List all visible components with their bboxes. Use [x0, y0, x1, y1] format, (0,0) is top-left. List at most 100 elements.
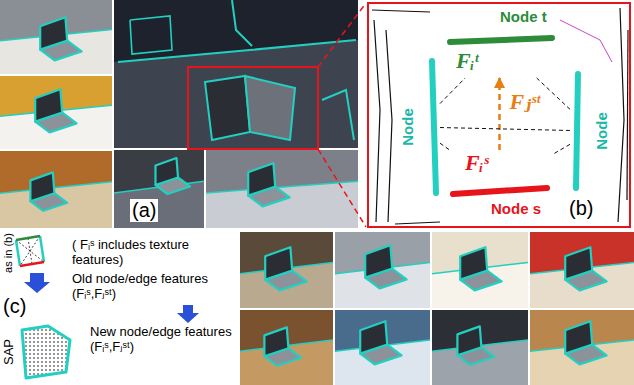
- note-text: Old node/edge features (Fᵢˢ,Fⱼˢᵗ): [72, 272, 237, 302]
- sample-dot: [49, 365, 51, 367]
- sap-graph-icon: [22, 326, 70, 378]
- sample-dot: [33, 361, 35, 363]
- sample-dot: [53, 337, 55, 339]
- laptop-screen: [156, 158, 179, 185]
- sample-dot: [41, 369, 43, 371]
- photo-background: [0, 76, 112, 149]
- photo: [432, 310, 528, 385]
- zoom-leader: [318, 149, 366, 227]
- sample-dot: [33, 373, 35, 375]
- sample-dot: [37, 349, 39, 351]
- photo: [335, 310, 430, 385]
- photo: [335, 232, 430, 308]
- graph-edge: [552, 144, 570, 154]
- feature-symbol: Fⱼˢᵗ: [508, 89, 543, 114]
- graph-edge: [440, 128, 570, 131]
- sample-dot: [41, 341, 43, 343]
- text-holder: Fᵢˢ: [465, 150, 489, 175]
- sample-dot: [49, 345, 51, 347]
- panel-letter: (b): [569, 197, 593, 220]
- note-text: New node/edge features (Fᵢˢ,Fⱼˢᵗ): [90, 325, 232, 355]
- text-holder: Fᵢᵗ: [456, 48, 479, 73]
- zoom-box: [188, 67, 318, 149]
- sample-dot: [65, 353, 67, 355]
- laptop-screen: [35, 89, 62, 121]
- contour-segment: [450, 38, 552, 42]
- photo-background: [530, 232, 634, 308]
- label-holder: ( Fᵢˢ includes texture features): [72, 238, 192, 268]
- note-text: ( Fᵢˢ includes texture features): [72, 238, 192, 268]
- text-holder: (b): [569, 197, 593, 220]
- photo: [240, 232, 333, 308]
- sample-dot: [57, 349, 59, 351]
- graph-edge-icon: [20, 236, 40, 266]
- photo: [432, 232, 528, 308]
- down-arrow: [24, 273, 50, 293]
- edge-map-line: [374, 20, 380, 222]
- photo-background: [335, 310, 430, 385]
- text-holder: Node: [593, 112, 610, 150]
- sample-dot: [33, 345, 35, 347]
- sample-dot: [49, 329, 51, 331]
- laptop-screen: [565, 321, 592, 353]
- sample-dot: [37, 373, 39, 375]
- sample-dot: [37, 337, 39, 339]
- sample-dot: [29, 353, 31, 355]
- table-edge: [0, 182, 112, 194]
- sample-dot: [29, 345, 31, 347]
- sample-dot: [45, 369, 47, 371]
- sample-dot: [41, 365, 43, 367]
- contour-segment: [576, 74, 578, 188]
- edge-map-line: [560, 20, 612, 62]
- sample-dot: [45, 365, 47, 367]
- sample-dot: [49, 361, 51, 363]
- graph-node: Node t Fᵢᵗ: [442, 8, 557, 78]
- zoom-leader: [318, 3, 366, 67]
- main-photo: [114, 0, 358, 148]
- lamp: [232, 0, 252, 46]
- sample-dot: [41, 329, 43, 331]
- photo-background: [0, 151, 112, 228]
- sample-dot: [61, 349, 63, 351]
- panel-letter: (c): [3, 295, 26, 318]
- relation-arrow: [498, 78, 501, 150]
- sample-dot: [29, 361, 31, 363]
- sample-dot: [65, 345, 67, 347]
- laptop-screen: [265, 247, 292, 279]
- desk-edge: [118, 40, 356, 62]
- sample-dot: [45, 333, 47, 335]
- sample-dot: [57, 357, 59, 359]
- laptop-screen: [457, 326, 481, 355]
- label-holder: Old node/edge features (Fᵢˢ,Fⱼˢᵗ): [72, 272, 237, 302]
- sample-dot: [29, 333, 31, 335]
- photo-background: [432, 310, 528, 385]
- sample-dot: [41, 333, 43, 335]
- sample-dot: [53, 349, 55, 351]
- sample-dot: [41, 349, 43, 351]
- sample-dot: [53, 345, 55, 347]
- text-holder: Node t: [500, 8, 547, 25]
- photo: [240, 310, 333, 385]
- sample-dot: [61, 369, 63, 371]
- photo-background: [240, 310, 333, 385]
- text-holder: Node: [399, 108, 416, 146]
- edge-label-holder: Fⱼˢᵗ: [508, 89, 543, 114]
- sample-dot: [41, 361, 43, 363]
- label-holder: New node/edge features (Fᵢˢ,Fⱼˢᵗ): [90, 325, 232, 355]
- sample-dot: [33, 369, 35, 371]
- label-holder: (c): [3, 295, 26, 318]
- photo-background: [114, 0, 358, 148]
- sample-dot: [37, 369, 39, 371]
- sample-dot: [25, 341, 27, 343]
- sample-dot: [57, 361, 59, 363]
- sample-dot: [45, 329, 47, 331]
- sample-dot: [37, 357, 39, 359]
- sample-dot: [45, 345, 47, 347]
- sample-dot: [33, 357, 35, 359]
- sample-dot: [33, 337, 35, 339]
- laptop-screen: [565, 247, 592, 279]
- sample-dot: [29, 357, 31, 359]
- sample-dot: [65, 341, 67, 343]
- table-top: [206, 181, 358, 228]
- contour-segment: [432, 61, 436, 193]
